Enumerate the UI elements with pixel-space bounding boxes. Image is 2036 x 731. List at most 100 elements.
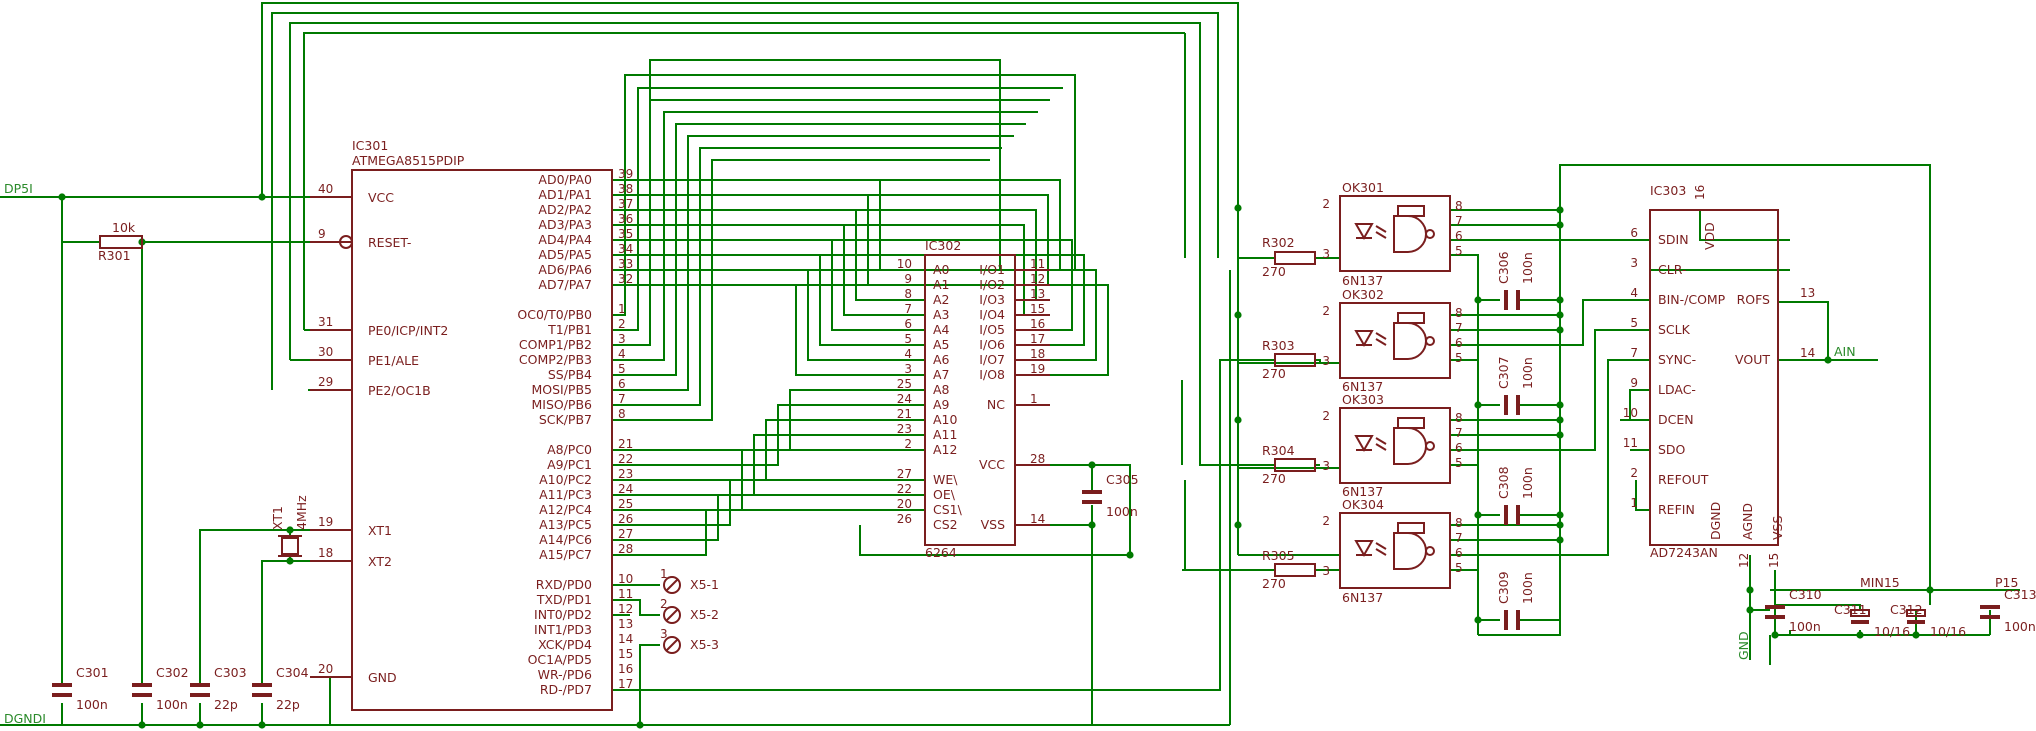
ic302-pin-label: NC [987,397,1005,412]
ic302-pin-label: I/O5 [979,322,1005,337]
ic303-pin-label: VOUT [1735,352,1770,367]
capacitor-plate [1082,490,1102,494]
ic302-pin-number: 27 [897,467,912,481]
r305-body [1274,563,1316,577]
ic303-pin-label: SDIN [1658,232,1689,247]
ic301-pin-number: 31 [318,315,333,329]
ic303-pin-number: 14 [1800,346,1815,360]
ic301-pin-label: MOSI/PB5 [531,382,592,397]
ic303-pin-number: 15 [1767,553,1781,568]
ic301-pin-number: 21 [618,437,633,451]
ic303-pin-label: VDD [1702,222,1717,250]
ic302-pin-label: A0 [933,262,950,277]
ic301-pin-label: SS/PB4 [548,367,592,382]
ic303-pin-number: 6 [1630,226,1638,240]
connector-x5-2-pin: 2 [660,597,668,611]
ic302-pin-number: 4 [904,347,912,361]
ic301-pin-number: 29 [318,375,333,389]
capacitor-plate [1980,605,2000,609]
capacitor-value: 10/16 [1930,624,1966,639]
connector-x5-1-pin: 1 [660,567,668,581]
ic301-pin-label: INT0/PD2 [534,607,592,622]
optocoupler-pin-number: 5 [1455,456,1463,470]
ic303-pin-number: 13 [1800,286,1815,300]
ic303-value: AD7243AN [1650,545,1718,560]
ic301-pin-number: 33 [618,257,633,271]
ic302-pin-label: I/O6 [979,337,1005,352]
ic301-pin-label: AD7/PA7 [538,277,592,292]
capacitor-plate [1765,605,1785,609]
capacitor-ref: C304 [276,665,309,680]
ic301-pin-number: 3 [618,332,626,346]
ic301-pin-label: A9/PC1 [547,457,592,472]
ic303-pin-label: ROFS [1737,292,1770,307]
ic302-pin-number: 10 [897,257,912,271]
ic302-pin-number: 19 [1030,362,1045,376]
electrolytic-plate [1906,609,1926,617]
ic301-pin-label: A12/PC4 [539,502,592,517]
capacitor-plate [252,683,272,687]
ic302-pin-label: CS1\ [933,502,963,517]
ic303-pin-label: SCLK [1658,322,1691,337]
ok301-ref: OK301 [1342,180,1384,195]
net-label-gnd: GND [1736,631,1751,660]
ic301-pin-number: 2 [618,317,626,331]
ic303-ref: IC303 [1650,183,1686,198]
capacitor-value: 100n [156,697,188,712]
optocoupler-pin-number: 2 [1322,304,1330,318]
ic302-pin-label: VSS [981,517,1005,532]
ic302-pin-number: 15 [1030,302,1045,316]
ic301-pin-label: AD4/PA4 [538,232,592,247]
ic302-pin-number: 16 [1030,317,1045,331]
ic301-pin-label: T1/PB1 [547,322,592,337]
connectors [663,576,681,654]
enable-box [1397,312,1425,324]
capacitor-plate [190,693,210,697]
capacitor-plate [1516,395,1520,415]
ic302-pin-number: 5 [904,332,912,346]
ic301-pin-label: AD6/PA6 [538,262,592,277]
ic301-pin-number: 8 [618,407,626,421]
ic301-pin-label: A10/PC2 [539,472,592,487]
ic301-pin-label: A8/PC0 [547,442,592,457]
ic303-pin-label: BIN-/COMP [1658,292,1726,307]
optocoupler-pin-number: 6 [1455,441,1463,455]
ic302-value: 6264 [925,545,957,560]
ic301-pin-number: 10 [618,572,633,586]
ic302-pin-label: A8 [933,382,950,397]
led-icon [1354,223,1374,241]
r301-body [99,235,143,249]
ic301-pin-number: 30 [318,345,333,359]
ic302-pin-label: A10 [933,412,958,427]
ic302-pin-label: A11 [933,427,957,442]
ic301-pin-label: RD-/PD7 [540,682,592,697]
capacitor-value: 100n [1520,357,1535,389]
r302-value: 270 [1262,264,1286,279]
ic303-pin-number: 9 [1630,376,1638,390]
ok304-ref: OK304 [1342,497,1384,512]
capacitor-plate [190,683,210,687]
ic301-pin-label: A11/PC3 [539,487,592,502]
ic303-pin-label: SDO [1658,442,1686,457]
enable-box [1397,417,1425,429]
capacitor-plate [132,693,152,697]
ic302-pin-label: A6 [933,352,950,367]
capacitor-plate [1851,620,1869,624]
ic302-pin-label: I/O7 [979,352,1005,367]
ic301-pin-label: A13/PC5 [539,517,592,532]
ic301-pin-number: 14 [618,632,633,646]
ic301-pin-number: 19 [318,515,333,529]
capacitor-ref: C302 [156,665,189,680]
optocoupler-pin-number: 7 [1455,426,1463,440]
ic301-pin-label: AD0/PA0 [538,172,592,187]
r304-ref: R304 [1262,443,1295,458]
ic301-pin-label: XT1 [368,523,392,538]
ic301-pin-number: 40 [318,182,333,196]
ic303-pin-label: REFOUT [1658,472,1709,487]
capacitor-plate [1504,290,1508,310]
capacitor-plate [1907,620,1925,624]
ic303-pin-number: 2 [1630,466,1638,480]
led-arrow [1375,332,1387,340]
r305-ref: R305 [1262,548,1295,563]
optocoupler-pin-number: 6 [1455,229,1463,243]
